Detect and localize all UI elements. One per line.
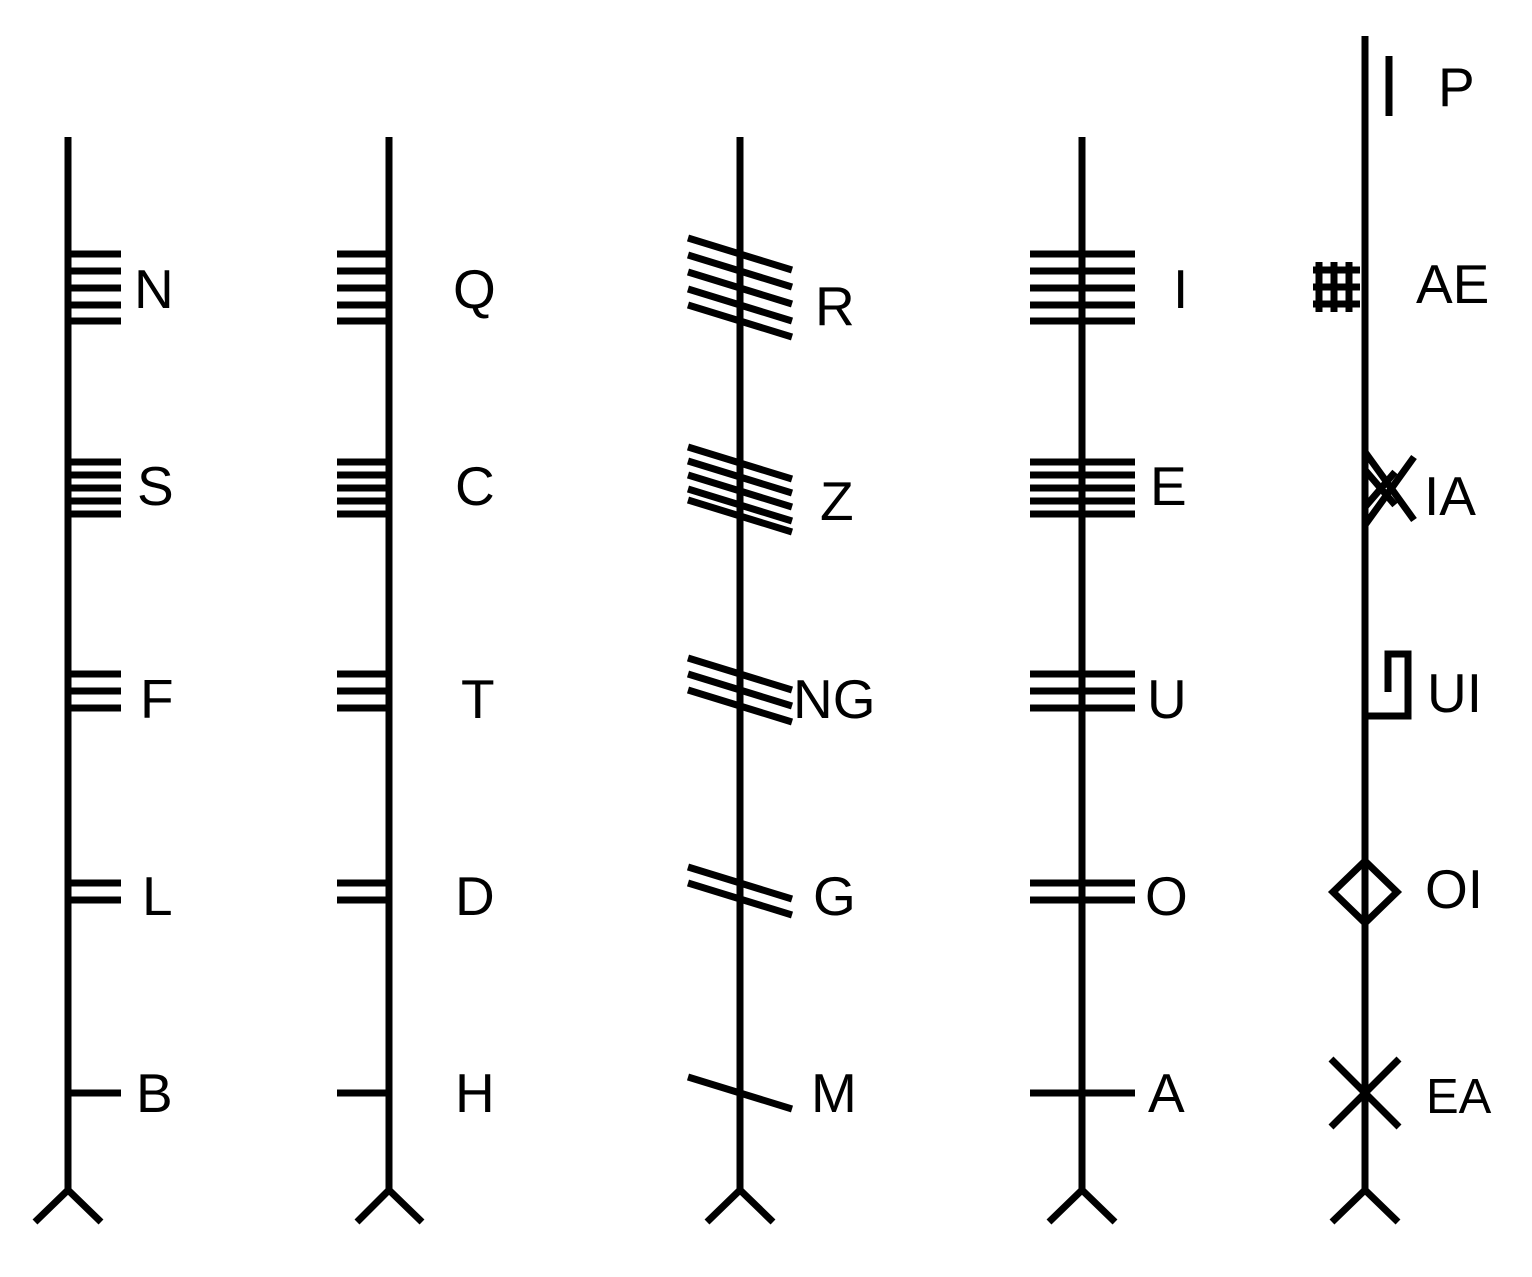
- glyph-o: [1030, 879, 1135, 904]
- glyph-label: Z: [820, 470, 854, 532]
- glyph-s: [68, 458, 121, 518]
- glyph-label: EA: [1426, 1070, 1492, 1124]
- glyph-q: [337, 250, 389, 325]
- glyph-u: [1030, 670, 1135, 712]
- glyph-l: [68, 879, 121, 904]
- glyph-label: H: [455, 1062, 495, 1124]
- glyph-i: [1030, 250, 1135, 325]
- glyph-r: [686, 234, 794, 341]
- glyph-label: C: [455, 455, 495, 517]
- glyph-c: [337, 458, 389, 518]
- glyph-f: [68, 670, 121, 712]
- glyph-label: IA: [1424, 465, 1476, 527]
- glyph-label: N: [134, 258, 174, 320]
- glyph-label: M: [811, 1062, 857, 1124]
- glyph-label: S: [137, 455, 174, 517]
- glyph-d: [337, 879, 389, 904]
- ogham-column-huatha: Q C T D H: [337, 137, 496, 1225]
- ogham-column-beithe: N S F L B: [32, 137, 174, 1225]
- glyph-label: F: [140, 668, 174, 730]
- stem-foot: [1046, 1185, 1118, 1225]
- glyph-label: T: [461, 668, 495, 730]
- glyph-label: R: [815, 275, 855, 337]
- glyph-m: [686, 1073, 794, 1113]
- ogham-column-forfeda: P AE IA UI OI: [1313, 36, 1492, 1225]
- glyph-label: Q: [453, 258, 496, 320]
- glyph-label: E: [1150, 455, 1187, 517]
- glyph-g: [686, 863, 794, 919]
- stem-foot: [704, 1185, 776, 1225]
- glyph-label: B: [136, 1062, 173, 1124]
- glyph-label: P: [1438, 56, 1475, 118]
- glyph-t: [337, 670, 389, 712]
- glyph-label: I: [1173, 258, 1188, 320]
- glyph-label: AE: [1416, 253, 1489, 315]
- glyph-label: UI: [1427, 662, 1482, 724]
- glyph-ng: [686, 654, 794, 726]
- glyph-ae: [1313, 262, 1360, 312]
- glyph-label: G: [813, 865, 856, 927]
- glyph-label: O: [1145, 865, 1188, 927]
- stem-foot: [32, 1185, 104, 1225]
- glyph-e: [1030, 458, 1135, 518]
- stem-foot: [1329, 1185, 1401, 1225]
- glyph-label: NG: [793, 668, 876, 730]
- glyph-ea: [1328, 1056, 1402, 1130]
- stem-foot: [354, 1185, 425, 1225]
- glyph-label: U: [1147, 668, 1187, 730]
- glyph-n: [68, 250, 121, 325]
- glyph-label: A: [1148, 1062, 1185, 1124]
- glyph-label: L: [142, 865, 173, 927]
- ogham-column-muine: R Z NG G M: [686, 137, 876, 1225]
- glyph-oi: [1327, 856, 1403, 928]
- glyph-z: [686, 443, 794, 536]
- glyph-ui: [1365, 650, 1412, 720]
- ogham-column-ailme: I E U O A: [1030, 137, 1188, 1225]
- glyph-label: OI: [1425, 858, 1483, 920]
- glyph-label: D: [455, 865, 495, 927]
- glyph-ia: [1362, 449, 1417, 528]
